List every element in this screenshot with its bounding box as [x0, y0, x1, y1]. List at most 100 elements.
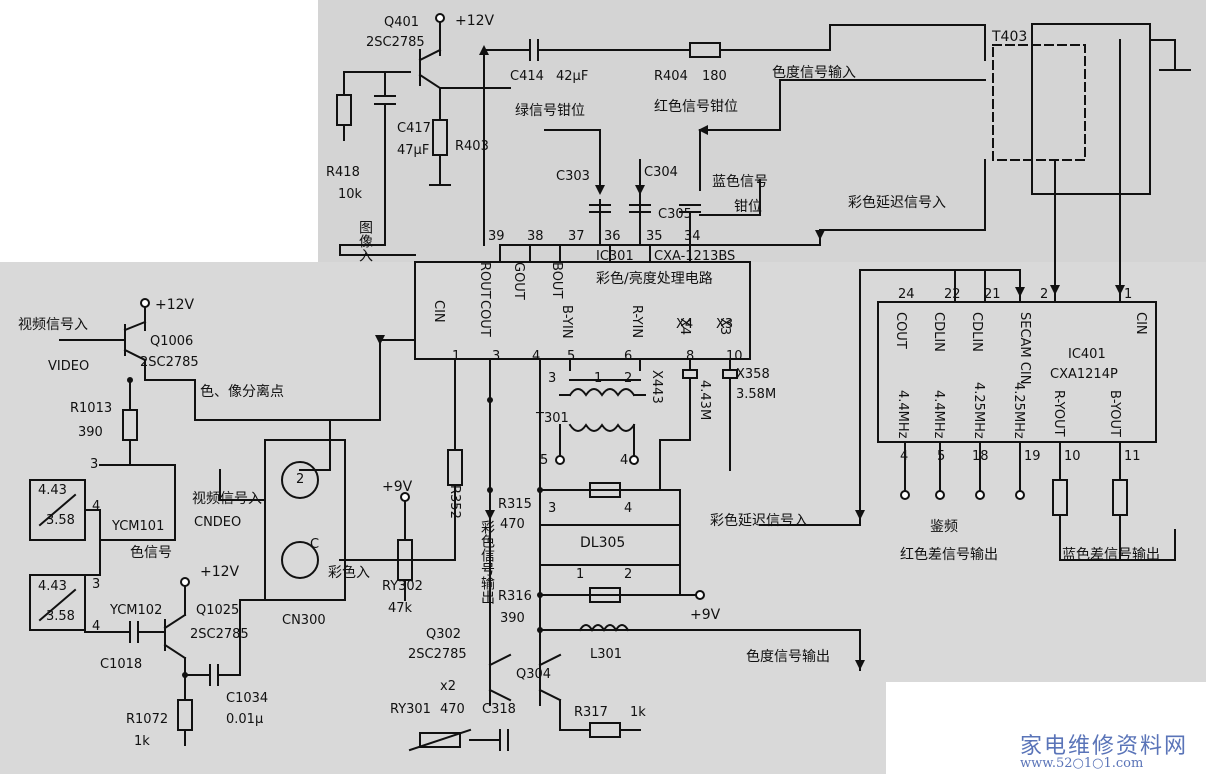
ic401-pin-5: 5: [937, 449, 946, 464]
ycm102-filter-a: 4.43: [38, 579, 67, 594]
t301-pin-5: 5: [540, 453, 549, 468]
ic301-pin-1: 1: [452, 349, 461, 364]
r315-label: R315: [498, 497, 532, 512]
c414-value: 42μF: [556, 69, 589, 84]
dl305-label: DL305: [580, 535, 626, 551]
cn300-pin-c: C: [310, 537, 320, 552]
ic301-pin-34: 34: [684, 229, 701, 244]
cndeo-label: CNDEO: [194, 515, 242, 530]
watermark-url: www.52○1○1.com: [1020, 756, 1144, 771]
c303-label: C303: [556, 169, 590, 184]
dl305-pin-3: 3: [548, 501, 557, 516]
ic301-pin-38: 38: [527, 229, 544, 244]
c305-label: C305: [658, 207, 692, 222]
q302-multiplier: x2: [440, 679, 456, 694]
ycm101-filter-b: 3.58: [46, 513, 75, 528]
ic401-pin-name-cin: CIN: [1133, 312, 1148, 335]
ic401-type: CXA1214P: [1050, 367, 1118, 382]
x3-crystal-label: X3: [716, 317, 734, 332]
ic301-pin-name-ryin: R-YIN: [629, 305, 644, 339]
t301-pin-2: 2: [624, 371, 633, 386]
ic401-pin-24: 24: [898, 287, 915, 302]
ic401-pin-name-cdlin-b: CDLIN: [969, 312, 984, 352]
ycm102-filter-b: 3.58: [46, 609, 75, 624]
ycm102-label: YCM102: [110, 603, 163, 618]
r1072-label: R1072: [126, 712, 169, 727]
r404-label: R404: [654, 69, 688, 84]
ic301-pin-4: 4: [532, 349, 541, 364]
ic301-pin-name-rout: ROUT: [477, 262, 492, 299]
ic401-pin-name-byout: B-YOUT: [1107, 390, 1122, 437]
color-in-label: 彩色入: [328, 565, 370, 581]
c318-label: C318: [482, 702, 516, 717]
t301-pin-1: 1: [594, 371, 603, 386]
q401-label: Q401: [384, 15, 420, 30]
ic401-pin-19: 19: [1024, 449, 1041, 464]
t403-label: T403: [992, 29, 1028, 45]
ic301-type: CXA-1213BS: [654, 249, 736, 264]
dl305-pin-2: 2: [624, 567, 633, 582]
image-in-label: 图像入: [357, 220, 373, 262]
c1018-label: C1018: [100, 657, 143, 672]
r1013-value: 390: [78, 425, 103, 440]
ic401-pin-11: 11: [1124, 449, 1141, 464]
ycm101-pin-3: 3: [90, 457, 99, 472]
ycm101-filter-a: 4.43: [38, 483, 67, 498]
ry302-value: 47k: [388, 601, 413, 616]
separation-point-label: 色、像分离点: [200, 384, 284, 400]
color-signal-out-label: 彩色信号输出: [479, 520, 495, 604]
ic301-pin-8: 8: [686, 349, 695, 364]
ic401-pin-name-secam: SECAM CIN: [1017, 312, 1032, 385]
r404-value: 180: [702, 69, 727, 84]
r418-value: 10k: [338, 187, 363, 202]
ic301-pin-name-x3: X3: [717, 318, 732, 336]
discriminator-label: 鉴频: [930, 519, 958, 535]
red-diff-out-label: 红色差信号输出: [900, 547, 998, 563]
ic401-pin-22: 22: [944, 287, 961, 302]
q1006-supply: +12V: [155, 297, 195, 313]
r403-label: R403: [455, 139, 489, 154]
r317-label: R317: [574, 705, 608, 720]
c1034-value: 0.01μ: [226, 712, 264, 727]
ic401-pin-21: 21: [984, 287, 1001, 302]
dl305-supply: +9V: [690, 607, 721, 623]
ry302-label: RY302: [382, 579, 423, 594]
x443-label: X443: [649, 370, 664, 404]
q1006-type: 2SC2785: [140, 355, 199, 370]
cn300-pin-2: 2: [296, 472, 305, 487]
ic301-pin-name-byin: B-YIN: [559, 305, 574, 339]
t301-pin-4: 4: [620, 453, 629, 468]
ic401-pin-name-ryout: R-YOUT: [1051, 390, 1066, 437]
ic301-pin-35: 35: [646, 229, 663, 244]
ic401-pin-10: 10: [1064, 449, 1081, 464]
ic301-pin-39: 39: [488, 229, 505, 244]
ry302-supply: +9V: [382, 479, 413, 495]
ycm102-pin-3: 3: [92, 577, 101, 592]
ycm102-pin-4: 4: [92, 619, 101, 634]
q302-label: Q302: [426, 627, 462, 642]
blue-diff-out-label: 蓝色差信号输出: [1062, 547, 1160, 563]
ic301-pin-name-gout: GOUT: [511, 262, 526, 300]
x4-crystal-label: X4: [676, 317, 694, 332]
blue-clamp-label-2: 钳位: [734, 199, 762, 215]
q1025-supply: +12V: [200, 564, 240, 580]
ic301-pin-10: 10: [726, 349, 743, 364]
ic301-pin-37: 37: [568, 229, 585, 244]
r316-value: 390: [500, 611, 525, 626]
ycm101-label: YCM101: [112, 519, 165, 534]
x4-value: 4.43M: [697, 380, 712, 421]
r352-label: R352: [447, 485, 462, 519]
ic401-freq-1: 4.4MHz: [895, 390, 910, 439]
dl305-pin-4: 4: [624, 501, 633, 516]
ic401-pin-name-cout: COUT: [893, 312, 908, 349]
ic401-label: IC401: [1068, 347, 1106, 362]
t301-label: T301: [536, 411, 569, 426]
video-label: VIDEO: [48, 359, 90, 374]
ic401-freq-3: 4.25MHz: [971, 382, 986, 439]
video-in-label-2: 视频信号入: [192, 491, 262, 507]
x3-value: 3.58M: [736, 387, 777, 402]
ic301-pin-name-cout: COUT: [477, 300, 492, 337]
q401-supply: +12V: [455, 13, 495, 29]
ic301-pin-5: 5: [567, 349, 576, 364]
